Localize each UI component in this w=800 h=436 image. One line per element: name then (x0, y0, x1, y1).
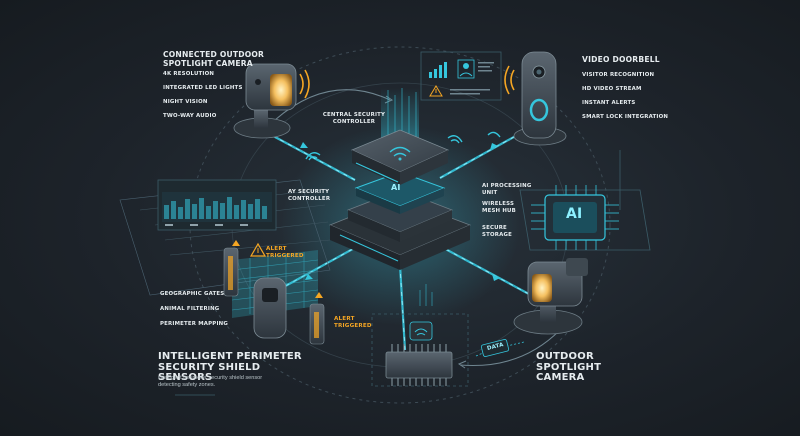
analytics-panel (420, 51, 502, 101)
bottom-right-camera (513, 258, 588, 335)
wifi-icon (305, 131, 501, 161)
storage-label: SECURE STORAGE (482, 225, 512, 238)
ai-chip-text: AI (566, 206, 583, 222)
data-tag (475, 339, 525, 357)
alert-triggered-1: ALERT TRIGGERED (266, 246, 304, 259)
central-controller-label: CENTRAL SECURITY CONTROLLER (322, 112, 386, 125)
ay-controller-label: AY SECURITY CONTROLLER (288, 189, 331, 202)
alert-triggered-2: ALERT TRIGGERED (334, 316, 372, 329)
perimeter-sensors (223, 240, 325, 345)
doorbell-device (504, 51, 567, 146)
hub-ai-badge: AI (391, 183, 401, 192)
doorbell-title: VIDEO DOORBELL (582, 55, 660, 64)
top-left-camera (233, 63, 310, 139)
central-hub (328, 88, 472, 270)
mesh-hub-label: WIRELESS MESH HUB (482, 201, 516, 214)
bottom-right-camera-title: OUTDOOR SPOTLIGHT CAMERA (536, 351, 602, 383)
ai-chip-right (519, 185, 651, 251)
bar-chart-panel (157, 179, 277, 231)
top-left-camera-title: CONNECTED OUTDOOR SPOTLIGHT CAMERA (163, 50, 265, 68)
data-chip-panel (371, 313, 469, 387)
perimeter-title: INTELLIGENT PERIMETER SECURITY SHIELD SE… (158, 351, 302, 383)
ai-unit-label: AI PROCESSING UNIT (482, 183, 532, 196)
perimeter-description: intelligent perimeter security shield se… (158, 375, 263, 388)
